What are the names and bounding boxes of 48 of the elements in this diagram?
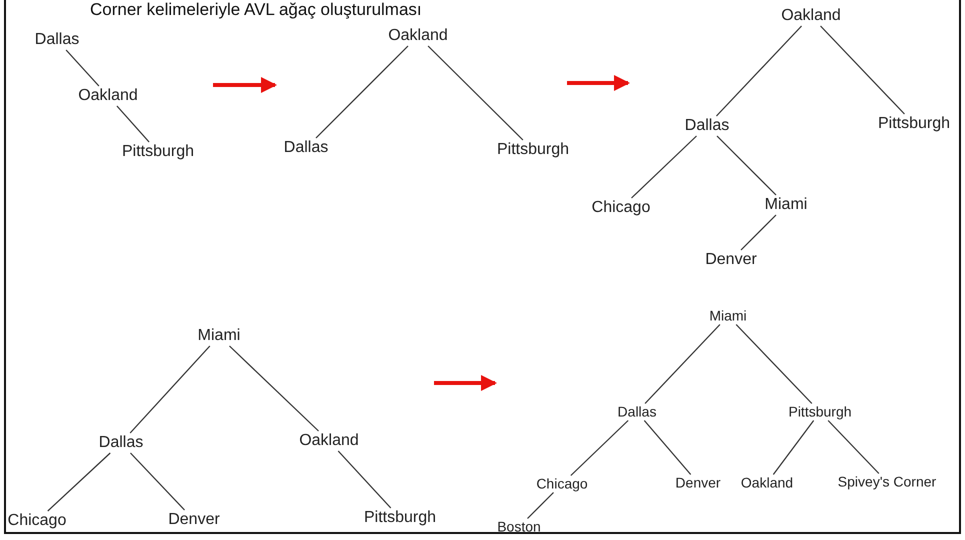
tree-branch — [644, 324, 720, 404]
tree-branch — [66, 50, 100, 86]
city-label: Dallas — [282, 138, 330, 158]
tree-branch — [740, 214, 776, 250]
city-label: Dallas — [32, 30, 82, 50]
tree-branch — [130, 452, 185, 510]
city-label: Pittsburgh — [876, 114, 952, 134]
city-label: Chicago — [534, 475, 590, 493]
city-label: Dallas — [616, 403, 658, 421]
tree-branch — [229, 346, 319, 432]
city-label: Denver — [703, 250, 759, 270]
city-label: Spivey's Corner — [836, 473, 938, 491]
tree-branch — [644, 420, 692, 475]
tree-branch — [338, 450, 392, 508]
tree-branch — [130, 346, 210, 434]
tree-branch — [631, 136, 697, 198]
city-label: Pittsburgh — [120, 142, 196, 162]
city-label: Oakland — [297, 431, 361, 451]
city-label: Oakland — [738, 474, 796, 492]
tree-branch — [570, 420, 629, 476]
city-label: Chicago — [590, 198, 652, 218]
city-label: Oakland — [386, 26, 450, 46]
tree-branch — [428, 46, 524, 140]
tree-branch — [736, 324, 812, 404]
city-label: Pittsburgh — [786, 403, 854, 421]
city-label: Miami — [196, 326, 242, 346]
city-label: Chicago — [6, 511, 68, 531]
tree-branch — [527, 492, 554, 519]
city-label: Denver — [673, 474, 723, 492]
city-label: Dallas — [682, 116, 732, 136]
city-label: Dallas — [96, 433, 146, 453]
tree-branch — [716, 136, 776, 196]
city-label: Boston — [495, 518, 543, 536]
title: Corner kelimeleriyle AVL ağaç oluşturulması — [90, 0, 422, 20]
city-label: Miami — [707, 307, 749, 325]
tree-branch — [316, 46, 408, 138]
tree-branch — [828, 420, 880, 474]
city-label: Pittsburgh — [494, 140, 572, 160]
city-label: Denver — [166, 510, 222, 530]
tree-branch — [820, 26, 905, 114]
city-label: Pittsburgh — [362, 508, 438, 528]
city-label: Oakland — [76, 86, 140, 106]
city-label: Oakland — [779, 6, 843, 26]
tree-branch — [716, 26, 802, 116]
tree-branch — [116, 106, 150, 142]
city-label: Miami — [762, 195, 810, 215]
tree-branch — [47, 452, 111, 512]
tree-branch — [772, 420, 814, 475]
